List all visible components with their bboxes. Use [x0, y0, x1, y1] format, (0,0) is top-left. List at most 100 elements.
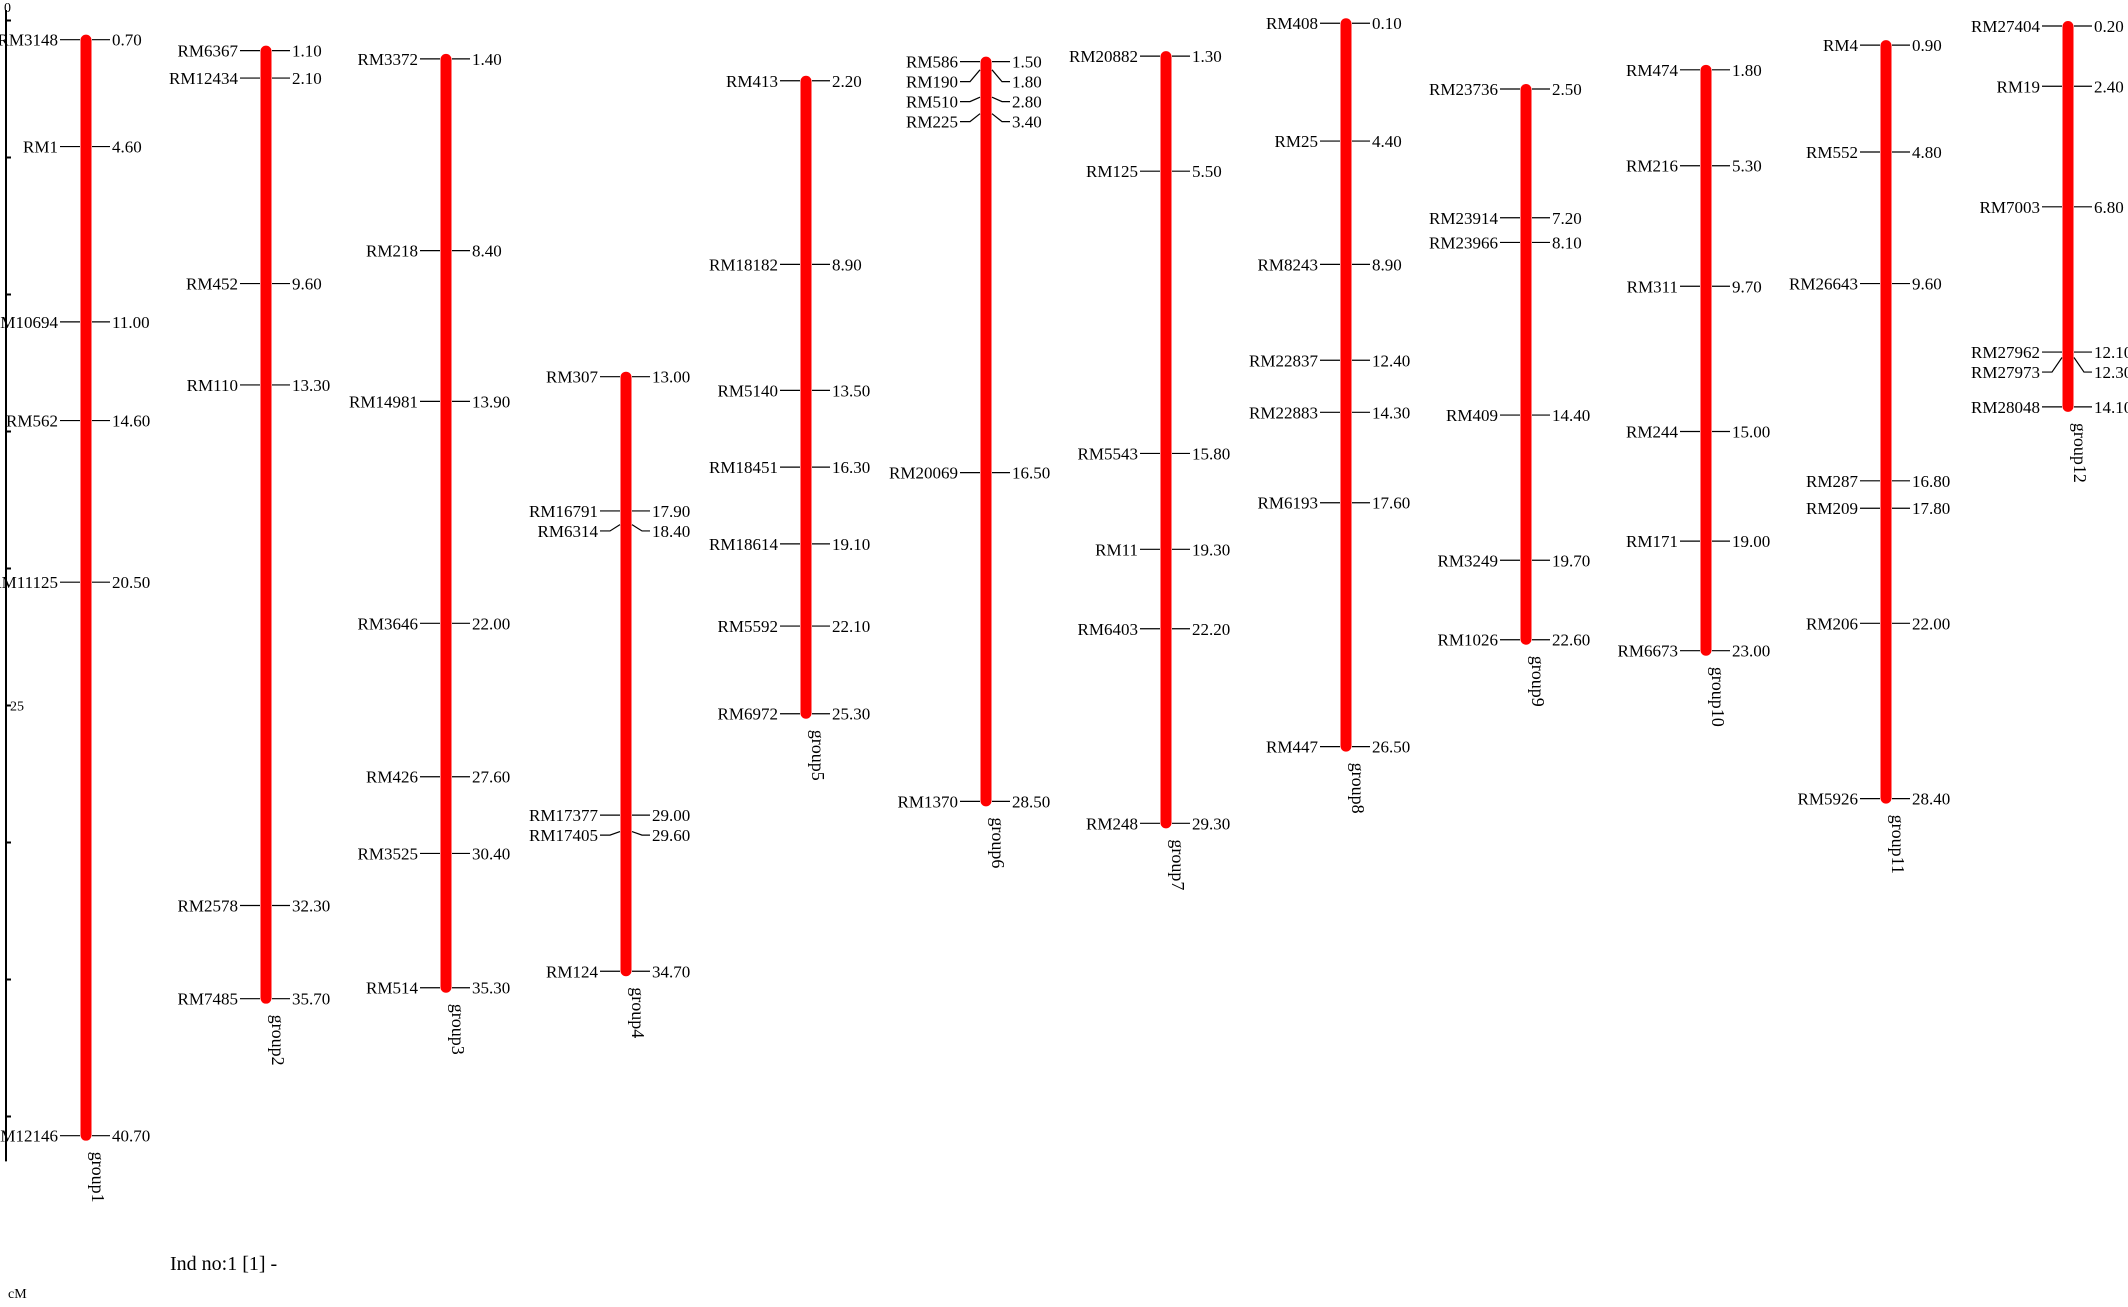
- marker-position: 4.80: [1912, 143, 1942, 162]
- marker-name: RM16791: [529, 502, 598, 521]
- marker-name: RM26643: [1789, 275, 1858, 294]
- marker-position: 17.60: [1372, 494, 1410, 513]
- marker-leader-right: [631, 524, 650, 532]
- marker-position: 29.60: [652, 826, 690, 845]
- marker-name: RM23966: [1429, 233, 1498, 252]
- chromosome-bar: [1160, 51, 1172, 829]
- marker-name: RM18614: [709, 535, 778, 554]
- marker-name: RM3148: [0, 31, 58, 50]
- marker-position: 22.20: [1192, 620, 1230, 639]
- marker-RM452: RM452 9.60: [186, 275, 322, 294]
- marker-name: RM311: [1627, 277, 1678, 296]
- marker-name: RM1026: [1438, 631, 1498, 650]
- marker-RM18614: RM18614 19.10: [709, 535, 870, 554]
- marker-name: RM17377: [529, 806, 598, 825]
- marker-position: 1.40: [472, 50, 502, 69]
- group-label: group7: [1168, 839, 1188, 890]
- group-label: group1: [88, 1152, 108, 1203]
- group-label: group6: [988, 817, 1008, 868]
- marker-name: RM27973: [1971, 363, 2040, 382]
- marker-name: RM27404: [1971, 17, 2040, 36]
- marker-name: RM6367: [178, 42, 239, 61]
- marker-position: 9.60: [292, 275, 322, 294]
- marker-position: 22.60: [1552, 631, 1590, 650]
- marker-position: 30.40: [472, 844, 510, 863]
- chromosome-bar: [980, 56, 992, 807]
- marker-position: 8.40: [472, 242, 502, 261]
- marker-position: 35.70: [292, 990, 330, 1009]
- marker-position: 40.70: [112, 1127, 150, 1146]
- marker-name: RM11125: [0, 573, 58, 592]
- linkage-group-group1: RM31480.70RM14.60RM1069411.00RM56214.60R…: [0, 31, 150, 1203]
- marker-name: RM18451: [709, 458, 778, 477]
- marker-name: RM12146: [0, 1127, 58, 1146]
- marker-name: RM3646: [358, 614, 418, 633]
- marker-name: RM586: [906, 53, 958, 72]
- chromosome-bar: [1700, 64, 1712, 656]
- linkage-groups: RM31480.70RM14.60RM1069411.00RM56214.60R…: [0, 14, 2128, 1202]
- marker-name: RM426: [366, 768, 418, 787]
- marker-position: 16.30: [832, 458, 870, 477]
- marker-name: RM14981: [349, 392, 418, 411]
- marker-name: RM1: [23, 138, 58, 157]
- group-label: group10: [1708, 667, 1728, 727]
- marker-position: 29.30: [1192, 814, 1230, 833]
- marker-leader-right: [631, 830, 650, 836]
- marker-name: RM3372: [358, 50, 418, 69]
- marker-position: 18.40: [652, 522, 690, 541]
- marker-position: 13.30: [292, 376, 330, 395]
- group-label: group12: [2070, 423, 2090, 483]
- marker-position: 14.40: [1552, 406, 1590, 425]
- marker-position: 13.90: [472, 392, 510, 411]
- chromosome-bar: [1880, 40, 1892, 804]
- marker-name: RM20882: [1069, 47, 1138, 66]
- marker-position: 0.10: [1372, 14, 1402, 33]
- marker-name: RM5543: [1078, 444, 1138, 463]
- marker-name: RM22837: [1249, 351, 1318, 370]
- marker-name: RM18182: [709, 255, 778, 274]
- scale-tick-label-mid: 25: [10, 700, 24, 715]
- marker-name: RM3525: [358, 844, 418, 863]
- marker-name: RM27962: [1971, 343, 2040, 362]
- marker-position: 4.60: [112, 138, 142, 157]
- marker-position: 22.10: [832, 617, 870, 636]
- marker-position: 19.10: [832, 535, 870, 554]
- marker-name: RM22883: [1249, 403, 1318, 422]
- marker-position: 35.30: [472, 979, 510, 998]
- marker-name: RM11: [1095, 540, 1138, 559]
- marker-position: 8.90: [832, 255, 862, 274]
- marker-RM12146: RM12146 40.70: [0, 1127, 150, 1146]
- scale-unit-label: cM: [8, 1287, 27, 1302]
- marker-position: 27.60: [472, 768, 510, 787]
- marker-RM11125: RM1112520.50: [0, 573, 150, 592]
- marker-name: RM206: [1806, 614, 1858, 633]
- marker-RM14981: RM14981 13.90: [349, 392, 510, 411]
- marker-name: RM6314: [538, 522, 599, 541]
- marker-position: 12.40: [1372, 351, 1410, 370]
- marker-position: 15.80: [1192, 444, 1230, 463]
- marker-name: RM452: [186, 275, 238, 294]
